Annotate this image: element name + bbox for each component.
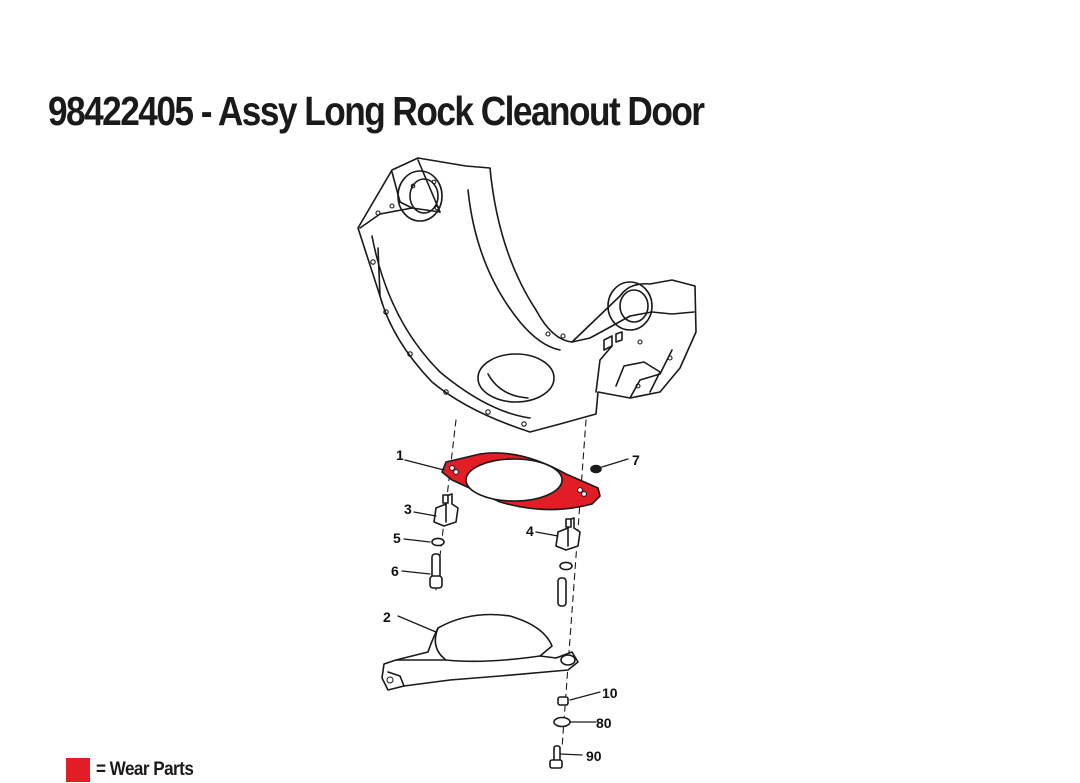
wear-gasket-part-1 — [441, 452, 601, 511]
bolt-right — [557, 577, 567, 607]
callout-10: 10 — [602, 685, 618, 701]
callout-2: 2 — [383, 609, 391, 625]
bolt-part-90 — [549, 745, 563, 769]
cleanout-door-part-2 — [381, 613, 579, 691]
washer-part-80 — [553, 716, 571, 728]
callout-6: 6 — [391, 563, 399, 579]
clamp-block-part-3 — [433, 493, 459, 527]
wear-parts-swatch — [66, 758, 90, 782]
nut-part-10 — [557, 696, 569, 706]
callout-7: 7 — [632, 452, 640, 468]
legend-label: = Wear Parts — [96, 759, 194, 780]
page-title: 98422405 - Assy Long Rock Cleanout Door — [48, 88, 705, 134]
callout-80: 80 — [596, 715, 612, 731]
callout-3: 3 — [404, 501, 412, 517]
washer-right — [559, 561, 573, 571]
washer-part-5 — [431, 537, 445, 547]
callout-5: 5 — [393, 530, 401, 546]
leader-lines — [397, 458, 629, 756]
callout-1: 1 — [396, 447, 404, 463]
legend: = Wear Parts — [66, 757, 204, 783]
nut-part-7 — [590, 464, 602, 474]
callout-4: 4 — [526, 523, 534, 539]
callout-90: 90 — [586, 748, 602, 764]
clamp-block-part-4 — [555, 517, 581, 551]
bolt-part-6 — [429, 553, 443, 589]
housing — [357, 157, 697, 433]
